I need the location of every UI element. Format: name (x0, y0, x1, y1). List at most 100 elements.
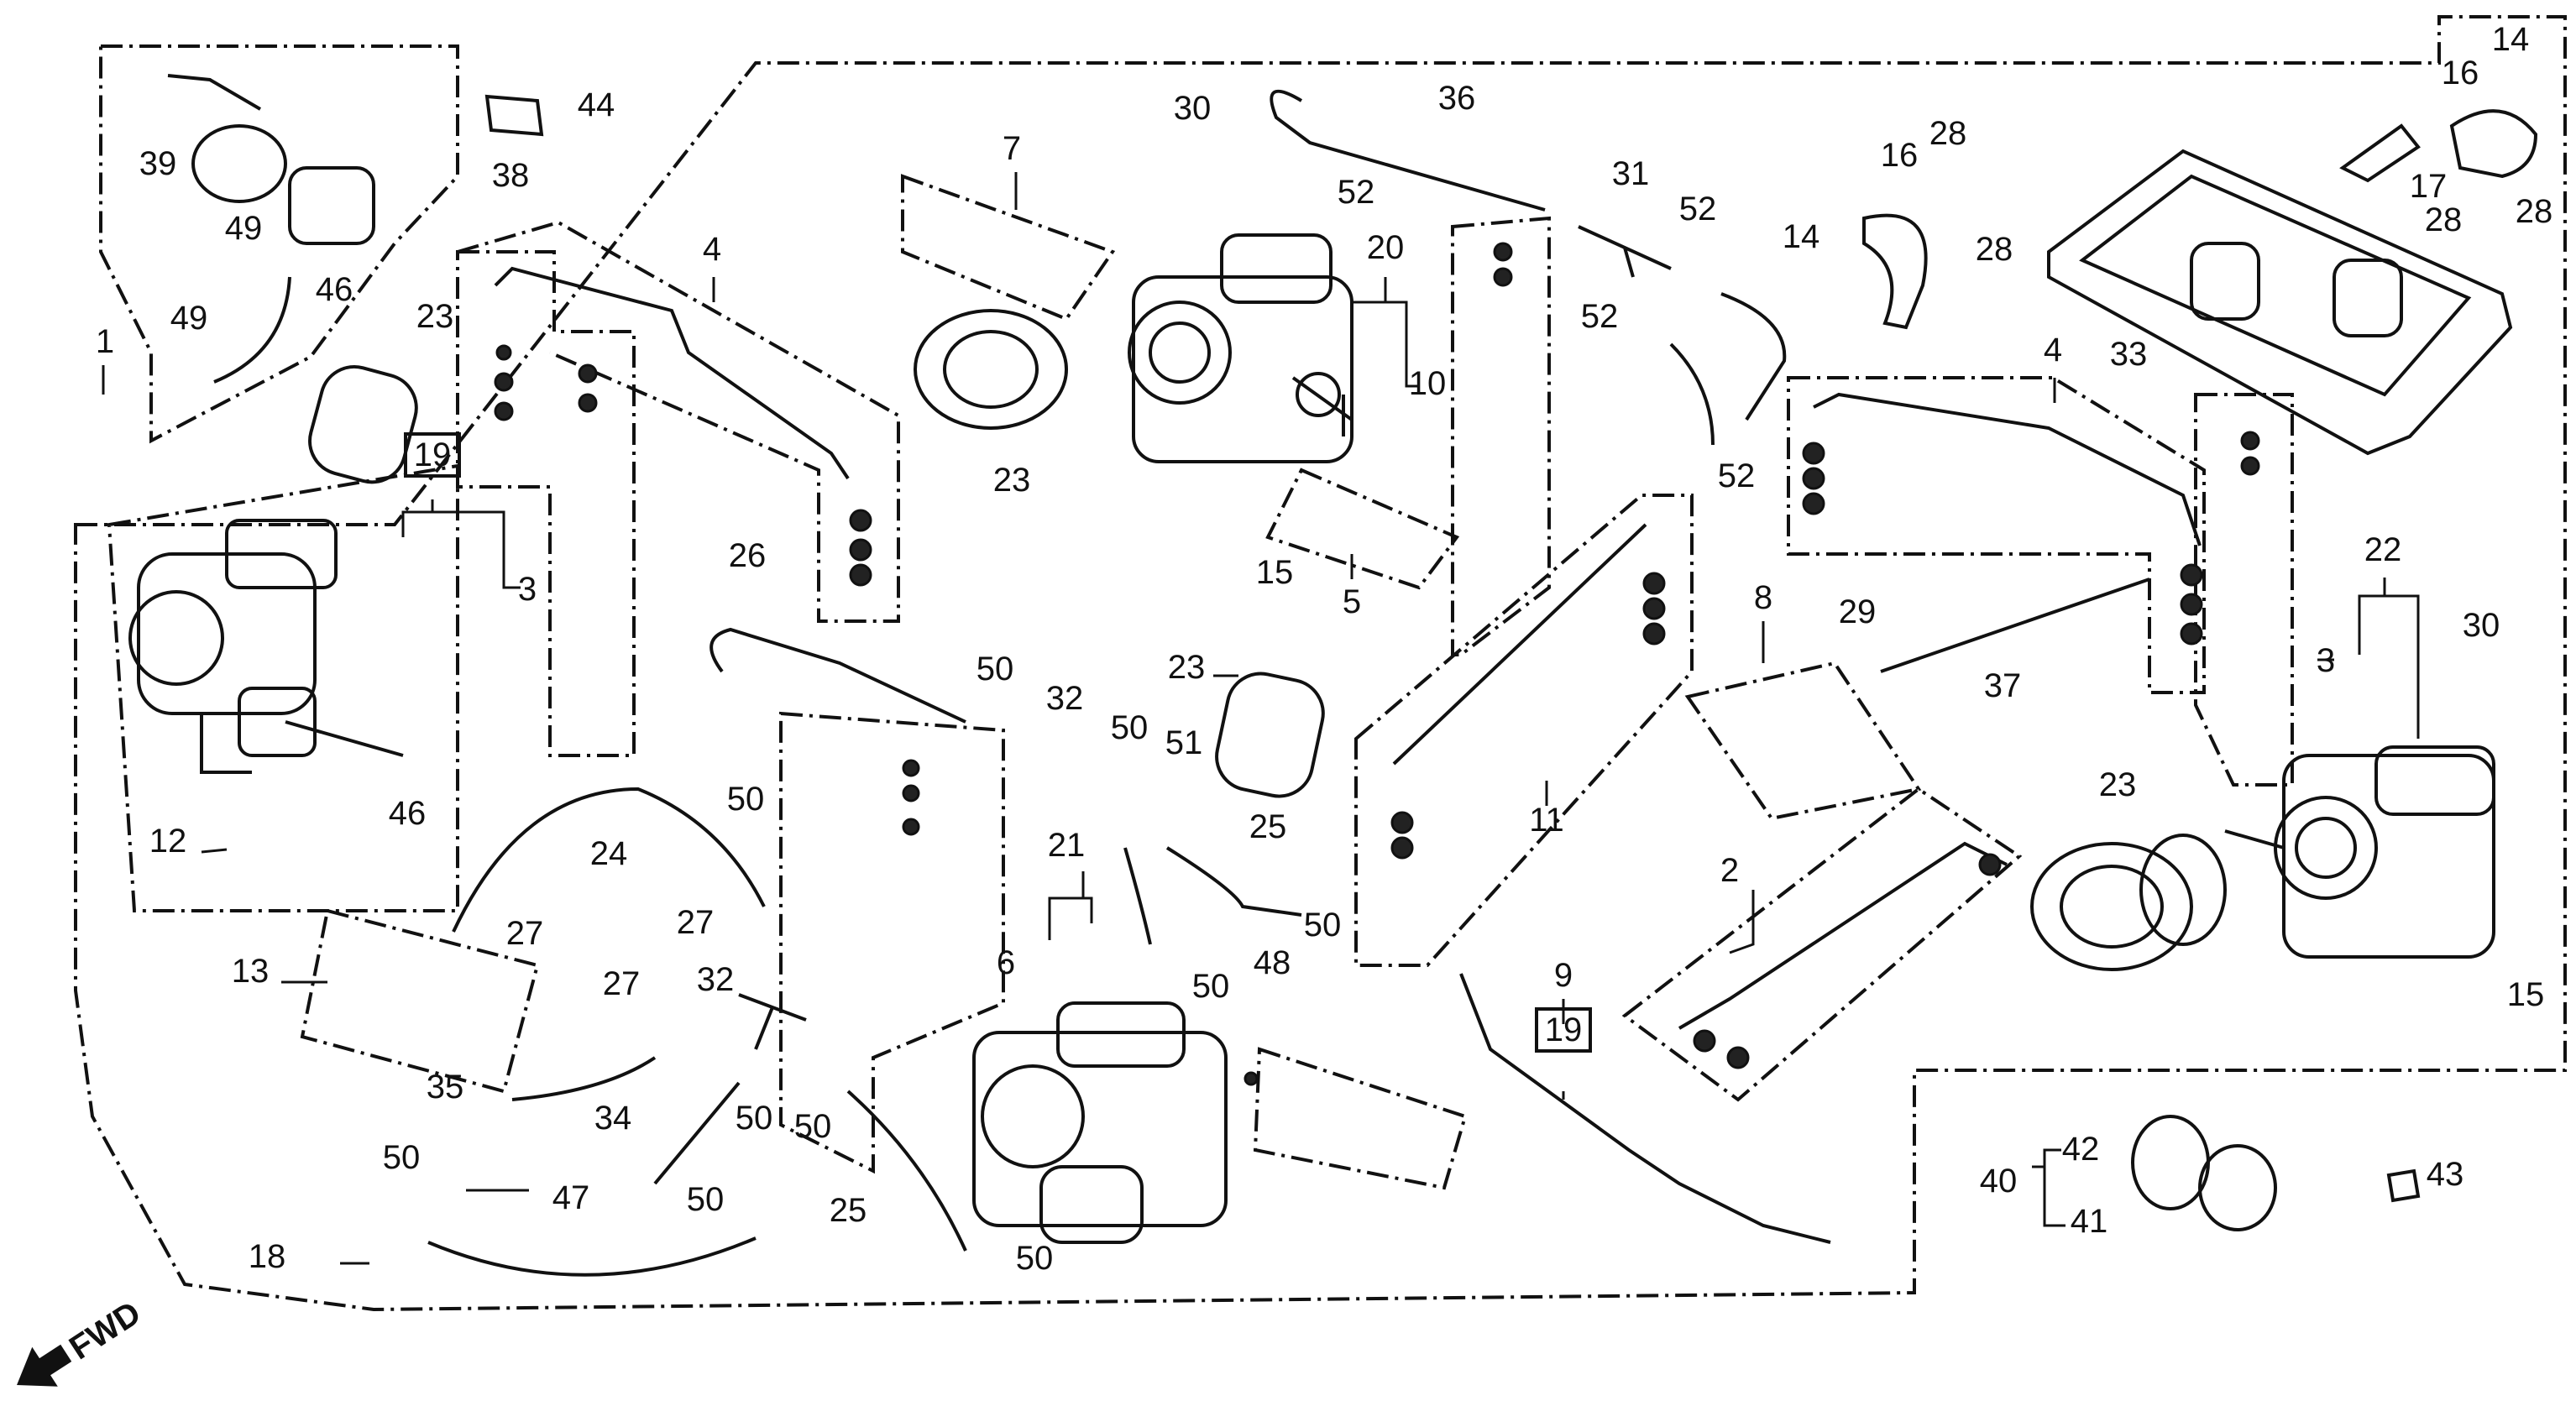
callout-c4b: 4 (2044, 332, 2062, 369)
panel-link-7 (901, 174, 1116, 321)
callout-c31: 31 (1612, 155, 1650, 192)
callout-c15b: 15 (2507, 976, 2545, 1013)
label-box (1535, 1007, 1592, 1053)
forward-arrow: FWD (17, 1294, 147, 1387)
callout-c23c: 23 (1168, 649, 1206, 686)
callout-c17: 17 (2410, 168, 2448, 205)
callout-c50f: 50 (736, 1100, 773, 1137)
callout-c3b: 3 (2317, 642, 2335, 679)
callout-c52a: 52 (1338, 174, 1375, 211)
callout-c50j: 50 (1016, 1240, 1054, 1277)
callout-c7: 7 (1003, 130, 1021, 167)
clamp-16-left (1862, 213, 1928, 330)
callout-c1: 1 (96, 323, 114, 360)
callout-c13: 13 (232, 953, 270, 990)
callout-c50d: 50 (1304, 907, 1342, 943)
callout-c22: 22 (2364, 531, 2402, 568)
intake-joint-46-top (288, 166, 375, 245)
boxed-label-b19b: 19 (1535, 1007, 1592, 1053)
panel-rod-10 (1451, 216, 1551, 656)
callout-c52d: 52 (1718, 457, 1756, 494)
clamp-16-right (2449, 109, 2538, 179)
callout-c30a: 30 (1174, 90, 1212, 127)
callout-c37: 37 (1984, 667, 2022, 704)
carburetor-left (128, 519, 404, 774)
panel-link-bottom (1253, 1047, 1468, 1190)
part-drawings (128, 74, 2538, 1277)
hose-25-mid (1165, 846, 1302, 917)
callout-c12: 12 (149, 823, 187, 860)
callout-c38: 38 (492, 157, 530, 194)
hose-52 (1669, 292, 1787, 446)
callout-c52c: 52 (1581, 298, 1619, 335)
panel-rod-2 (1621, 787, 2023, 1102)
callout-c4a: 4 (703, 231, 721, 268)
callout-c23d: 23 (2099, 766, 2137, 803)
callout-c2: 2 (1720, 852, 1739, 889)
callout-c14b: 14 (2492, 21, 2530, 58)
hose-25-bottom (846, 1090, 967, 1252)
hose-49 (213, 276, 291, 384)
callout-c36: 36 (1438, 80, 1476, 117)
callout-c27c: 27 (603, 965, 641, 1002)
callout-c32a: 32 (1046, 680, 1084, 717)
callout-c33: 33 (2110, 336, 2148, 373)
boxed-label-text: 19 (1545, 1011, 1583, 1048)
callout-c5: 5 (1343, 583, 1361, 620)
funnels (308, 309, 2227, 971)
cable-9 (1459, 973, 1831, 1244)
callout-c50h: 50 (687, 1181, 725, 1218)
tee-31 (1578, 225, 1672, 278)
panel-rod-4-left (457, 220, 900, 623)
callout-c30b: 30 (2463, 607, 2500, 644)
callout-c27a: 27 (506, 915, 544, 952)
callout-c34: 34 (594, 1100, 632, 1137)
hose-36 (1270, 89, 1546, 212)
rod-4-left (494, 266, 850, 480)
panel-bracket-3-right (2194, 393, 2294, 787)
callout-c32b: 32 (697, 961, 735, 998)
callout-c8: 8 (1754, 579, 1772, 616)
hose-35 (511, 1056, 657, 1101)
callout-c50c: 50 (1111, 709, 1149, 746)
panel-link-13 (300, 908, 540, 1094)
callout-c42: 42 (2062, 1131, 2100, 1168)
hose-26 (709, 627, 966, 724)
callout-c21: 21 (1048, 827, 1086, 864)
callout-c39: 39 (139, 145, 177, 182)
callout-c6: 6 (997, 944, 1015, 981)
rod-37 (1880, 578, 2150, 673)
air-chamber (2047, 149, 2513, 456)
callout-c20: 20 (1367, 229, 1405, 266)
callout-c28a: 28 (1929, 115, 1967, 152)
callout-c29: 29 (1839, 593, 1877, 630)
callout-c9: 9 (1554, 957, 1573, 994)
callout-c10: 10 (1409, 365, 1447, 402)
callout-c28c: 28 (2425, 201, 2463, 238)
hose-47 (427, 1236, 757, 1277)
callout-c49b: 49 (170, 300, 208, 337)
panel-bracket-6 (779, 711, 1005, 1174)
callout-c11: 11 (1529, 802, 1564, 839)
callout-c24: 24 (590, 835, 628, 872)
callout-c27b: 27 (677, 904, 715, 941)
boxed-label-text: 19 (414, 436, 452, 473)
carburetor-top (1128, 233, 1353, 463)
hose-34 (653, 1081, 741, 1185)
callout-c28d: 28 (2516, 193, 2553, 230)
callout-c43: 43 (2427, 1156, 2464, 1193)
callout-c46a: 46 (316, 271, 353, 308)
callout-c44: 44 (578, 86, 615, 123)
callout-c50i: 50 (383, 1139, 421, 1176)
callout-c25b: 25 (830, 1192, 867, 1229)
hose-48 (1123, 847, 1152, 945)
forward-arrow-icon (17, 1344, 72, 1387)
screw-44 (484, 94, 544, 137)
callout-c23a: 23 (416, 298, 454, 335)
callout-c26: 26 (729, 537, 767, 574)
screw-43 (2386, 1168, 2421, 1203)
forward-label: FWD (63, 1294, 147, 1367)
callout-c14a: 14 (1783, 218, 1820, 255)
callout-c16b: 16 (2442, 55, 2479, 91)
